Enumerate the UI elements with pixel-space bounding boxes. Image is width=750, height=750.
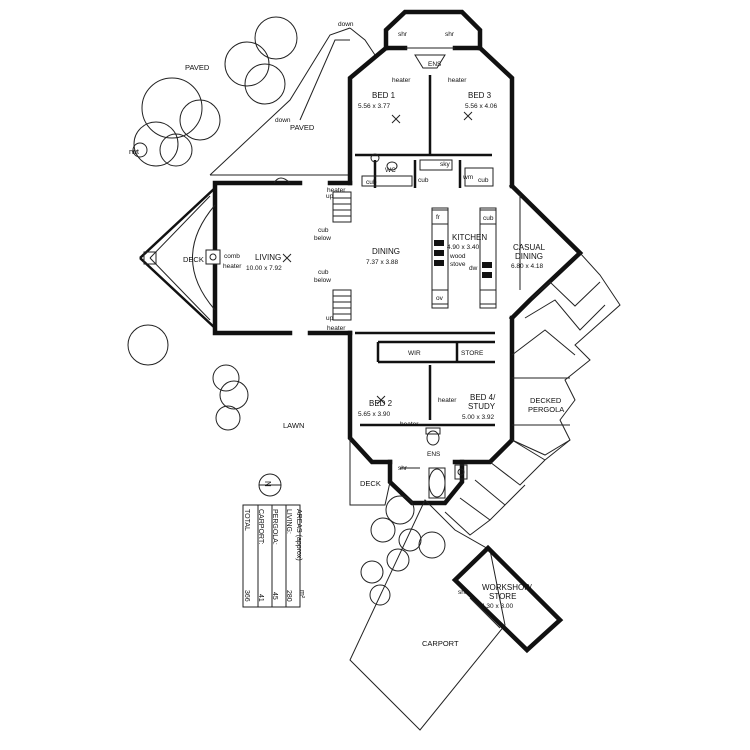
paved-label-1: PAVED bbox=[185, 63, 210, 72]
dw-label: dw bbox=[469, 265, 478, 272]
bed1-name: BED 1 bbox=[372, 91, 396, 100]
wood-label: wood bbox=[449, 253, 466, 260]
bed4-name: BED 4/ bbox=[470, 393, 496, 402]
workshop-size: 4.30 x 3.00 bbox=[481, 603, 514, 610]
cub-below-2: cub bbox=[318, 269, 329, 276]
light-markers-north bbox=[391, 111, 473, 124]
stairs-lower bbox=[332, 289, 352, 321]
heater-label-bed1: heater bbox=[392, 77, 411, 84]
ens-label-bottom: ENS bbox=[427, 451, 441, 458]
top-ensuite bbox=[405, 47, 455, 69]
heater-label-bed4: heater bbox=[438, 397, 457, 404]
down-label-1: down bbox=[338, 21, 354, 28]
dining-size: 7.37 x 3.88 bbox=[366, 259, 399, 266]
paved-label-2: PAVED bbox=[290, 123, 315, 132]
rwt-label: rwt bbox=[129, 147, 140, 156]
areas-row-1-value: 45 bbox=[271, 592, 278, 600]
areas-row-0-value: 280 bbox=[285, 590, 292, 602]
cub-below-1: cub bbox=[318, 227, 329, 234]
pergola-label: PERGOLA bbox=[528, 405, 564, 414]
up-label-2: up bbox=[326, 315, 334, 322]
areas-row-1-label: PERGOLA: bbox=[271, 509, 278, 545]
kitchen-size: 4.90 x 3.40 bbox=[447, 244, 480, 251]
areas-table bbox=[242, 504, 301, 608]
heater-label-living-2: heater bbox=[327, 325, 346, 332]
deck-label-left: DECK bbox=[183, 255, 204, 264]
wc-laundry-strip bbox=[361, 153, 494, 187]
heater-label-comb: heater bbox=[223, 263, 242, 270]
shr-label-top-left: shr bbox=[398, 31, 408, 38]
stairs-upper bbox=[332, 191, 352, 223]
heater-label-bed3: heater bbox=[448, 77, 467, 84]
decked-label: DECKED bbox=[530, 396, 562, 405]
decked-pergola bbox=[444, 252, 621, 536]
bed1-size: 5.56 x 3.77 bbox=[358, 103, 391, 110]
bed2-size: 5.65 x 3.90 bbox=[358, 411, 391, 418]
living-name: LIVING bbox=[255, 253, 281, 262]
paved-area bbox=[209, 27, 376, 176]
areas-row-3-value: 366 bbox=[243, 590, 250, 602]
sky-label: sky bbox=[440, 161, 451, 168]
bed3-name: BED 3 bbox=[468, 91, 492, 100]
casual-name: CASUAL bbox=[513, 243, 546, 252]
north-arrow bbox=[258, 473, 282, 497]
casual-size: 6.80 x 4.18 bbox=[511, 263, 544, 270]
heater-label-living-1: heater bbox=[327, 187, 346, 194]
heater-label-ens: heater bbox=[400, 421, 419, 428]
casual-dining-walls bbox=[508, 182, 584, 322]
cub-label-4: cub bbox=[483, 215, 494, 222]
wc-label: WC bbox=[385, 167, 396, 174]
store-label: STORE bbox=[461, 350, 484, 357]
comb-label: comb bbox=[224, 253, 240, 260]
trees-bottom bbox=[360, 495, 446, 606]
wm-label: wm bbox=[462, 174, 473, 181]
workshop-name: WORKSHOP/ bbox=[482, 583, 533, 592]
areas-unit: m² bbox=[298, 590, 305, 599]
living-size: 10.00 x 7.92 bbox=[246, 265, 282, 272]
south-wing-walls bbox=[347, 315, 515, 465]
lawn-label: LAWN bbox=[283, 421, 304, 430]
areas-title: AREAS (approx) bbox=[295, 509, 302, 561]
bed3-size: 5.56 x 4.06 bbox=[465, 103, 498, 110]
carport bbox=[349, 499, 564, 731]
fr-label: fr bbox=[436, 214, 441, 221]
kitchen-name: KITCHEN bbox=[452, 233, 487, 242]
cub-label-3: cub bbox=[478, 177, 489, 184]
shr-label-bottom: shr bbox=[398, 465, 408, 472]
kitchen-fixtures bbox=[431, 207, 497, 309]
up-label-1: up bbox=[326, 193, 334, 200]
cub-below-1b: below bbox=[314, 235, 331, 242]
bed4-name-2: STUDY bbox=[468, 402, 496, 411]
areas-row-2-value: 41 bbox=[257, 594, 264, 602]
down-label-2: down bbox=[275, 117, 291, 124]
casual-name-2: DINING bbox=[515, 252, 543, 261]
ov-label: ov bbox=[436, 295, 444, 302]
ens-label-top: ENS bbox=[428, 61, 442, 68]
carport-label: CARPORT bbox=[422, 639, 459, 648]
deck-label-bottom: DECK bbox=[360, 479, 381, 488]
areas-table-text: AREAS (approx) m² LIVING: 280 PERGOLA: 4… bbox=[243, 509, 305, 602]
stove-label: stove bbox=[450, 261, 466, 268]
north-label: N bbox=[263, 481, 272, 487]
trees-left bbox=[127, 324, 249, 431]
workshop-name-2: STORE bbox=[489, 592, 516, 601]
areas-row-2-label: CARPORT: bbox=[257, 509, 264, 544]
bed2-name: BED 2 bbox=[369, 399, 393, 408]
light-marker-living bbox=[282, 253, 292, 263]
dining-name: DINING bbox=[372, 247, 400, 256]
cub-label-2: cub bbox=[418, 177, 429, 184]
cub-label-1: cub bbox=[366, 179, 377, 186]
cub-below-2b: below bbox=[314, 277, 331, 284]
bed4-size: 5.00 x 3.92 bbox=[462, 414, 495, 421]
trees-top-left bbox=[132, 16, 298, 167]
deck-bottom bbox=[349, 438, 391, 506]
living-wing-walls bbox=[139, 177, 353, 336]
shr-label-workshop: shr bbox=[458, 589, 468, 596]
light-marker-bed2 bbox=[376, 395, 386, 405]
wir-label: WIR bbox=[408, 350, 421, 357]
shr-label-top-right: shr bbox=[445, 31, 455, 38]
areas-row-3-label: TOTAL bbox=[243, 509, 250, 531]
areas-row-0-label: LIVING: bbox=[285, 509, 292, 534]
